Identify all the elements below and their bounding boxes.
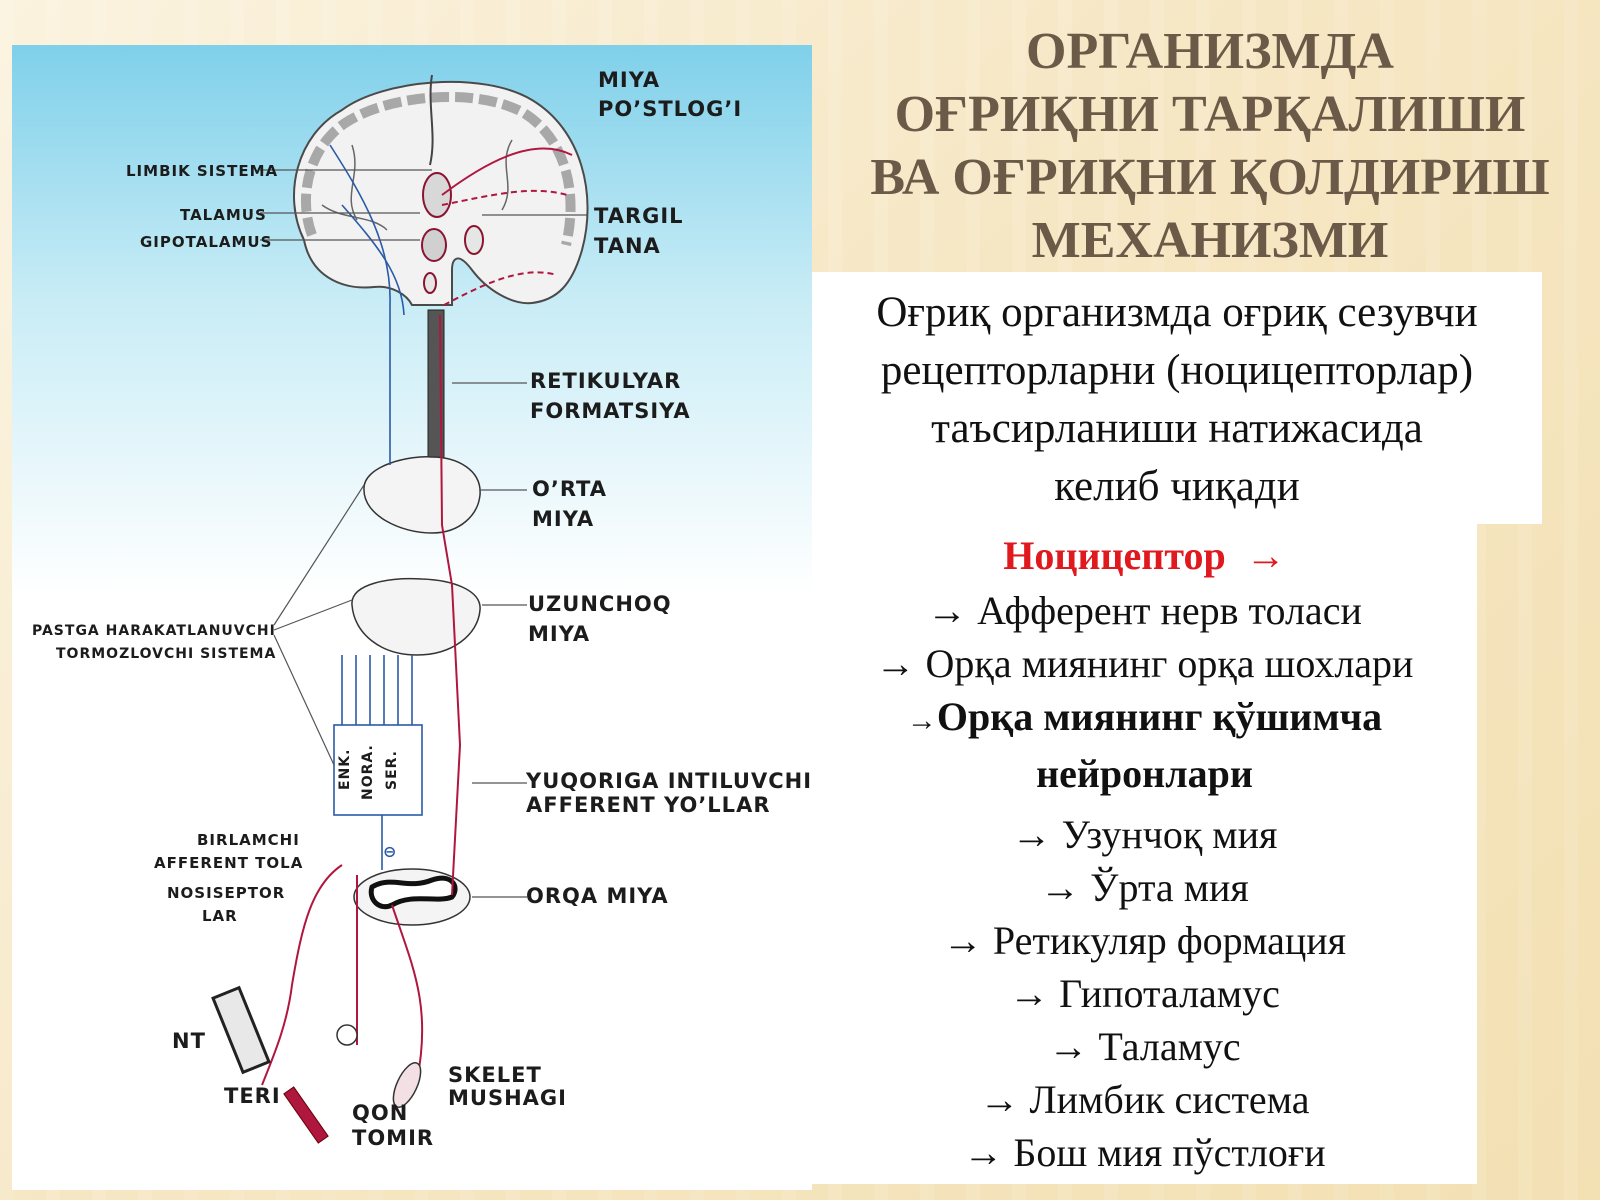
label-yuqori-1: YUQORIGA INTILUVCHI [525, 769, 812, 793]
muscle-graphic [392, 1062, 422, 1108]
chain-step: → Афферент нерв толаси [812, 584, 1477, 637]
chain-step-label: Афферент нерв толаси [977, 588, 1362, 633]
chain-step: → Лимбик система [812, 1073, 1477, 1126]
arrow-icon: → [942, 918, 983, 963]
arrow-icon: → [1245, 533, 1286, 578]
chain-step: → Бош мия пўстлоғи [812, 1126, 1477, 1179]
spinal-grey-matter [368, 875, 458, 910]
definition-box: Оғриқ организмда оғриқ сезувчи рецепторл… [812, 272, 1542, 524]
arrow-icon: → [963, 1130, 1004, 1175]
arrow-icon: → [1011, 812, 1052, 857]
chain-step-label: Таламус [1098, 1024, 1241, 1069]
label-targil-1: TARGIL [594, 204, 684, 228]
pain-pathway-diagram: MIYA PO’STLOG’I LIMBIK SISTEMA TALAMUS G… [12, 45, 812, 1190]
label-birl-1: BIRLAMCHI [197, 831, 300, 849]
chain-step-label: Орқа миянинг қўшимча [936, 694, 1383, 739]
label-uzun-2: MIYA [528, 622, 590, 646]
arrow-icon: → [1009, 971, 1050, 1016]
page-title: ОРГАНИЗМДА ОҒРИҚНИ ТАРҚАЛИШИ ВА ОҒРИҚНИ … [825, 20, 1595, 272]
arrow-icon: → [906, 704, 937, 737]
label-orta-2: MIYA [532, 507, 594, 531]
ganglion-graphic [336, 1024, 358, 1046]
label-skelet-2: MUSHAGI [448, 1086, 567, 1110]
label-nos-2: LAR [202, 907, 238, 925]
label-retik-1: RETIKULYAR [530, 369, 681, 393]
pathway-chain-list: Ноцицептор → → Афферент нерв толаси → Ор… [812, 524, 1477, 1184]
label-limbik: LIMBIK SISTEMA [126, 162, 278, 180]
chain-step-label: Ретикуляр формация [992, 918, 1347, 963]
arrow-icon: → [979, 1077, 1020, 1122]
chain-step-label: Гипоталамус [1059, 971, 1280, 1016]
chain-step: → Узунчоқ мия [812, 808, 1477, 861]
label-uzun-1: UZUNCHOQ [528, 592, 672, 616]
label-nora: NORA. [360, 744, 376, 800]
chain-first-step: Ноцицептор → [812, 528, 1477, 584]
label-targil-2: TANA [594, 234, 661, 258]
ascending-pathway [261, 147, 573, 1086]
chain-step-label: Бош мия пўстлоғи [1013, 1130, 1326, 1175]
inhibition-symbol: ⊖ [383, 842, 397, 861]
label-orqa: ORQA MIYA [526, 884, 669, 908]
definition-line: таъсирланиши натижасида [931, 405, 1423, 452]
label-teri: TERI [224, 1084, 281, 1108]
chain-step-label: нейронлари [1036, 751, 1253, 796]
label-pastga-1: PASTGA HARAKATLANUVCHI [32, 623, 276, 639]
arrow-icon: → [927, 588, 968, 633]
chain-step-label: Лимбик система [1029, 1077, 1310, 1122]
label-gipotalamus: GIPOTALAMUS [140, 233, 272, 251]
pathway-illustration: MIYA PO’STLOG’I LIMBIK SISTEMA TALAMUS G… [32, 68, 812, 1150]
blood-vessel-graphic [283, 1086, 329, 1144]
descending-pathways [329, 144, 423, 870]
chain-step-bold: нейронлари [812, 747, 1477, 800]
label-qon-2: TOMIR [352, 1126, 434, 1150]
title-line: МЕХАНИЗМИ [1031, 212, 1389, 269]
title-line: ОҒРИҚНИ ТАРҚАЛИШИ [894, 86, 1526, 143]
label-miya-1: MIYA [598, 68, 660, 92]
brain-illustration [292, 74, 589, 306]
chain-step-label: Орқа миянинг орқа шохлари [925, 641, 1414, 686]
label-miya-2: PO’STLOG’I [598, 97, 742, 121]
definition-line: рецепторларни (ноцицепторлар) [880, 347, 1474, 394]
arrow-icon: → [1048, 1024, 1089, 1069]
label-nos-1: NOSISEPTOR [167, 884, 285, 902]
label-pastga-2: TORMOZLOVCHI SISTEMA [56, 646, 276, 662]
chain-first-label: Ноцицептор [1003, 533, 1226, 578]
label-orta-1: O’RTA [532, 477, 607, 501]
label-skelet-1: SKELET [448, 1063, 542, 1087]
definition-line: келиб чиқади [1054, 463, 1300, 510]
arrow-icon: → [875, 641, 916, 686]
chain-step-label: Ўрта мия [1090, 865, 1249, 910]
chain-step: → Таламус [812, 1020, 1477, 1073]
arrow-icon: → [1040, 865, 1081, 910]
chain-step: → Орқа миянинг орқа шохлари [812, 637, 1477, 690]
label-yuqori-2: AFFERENT YO’LLAR [526, 793, 771, 817]
chain-step: → Ретикуляр формация [812, 914, 1477, 967]
label-retik-2: FORMATSIYA [530, 399, 691, 423]
midbrain-shape [363, 456, 481, 534]
skin-graphic [211, 985, 271, 1075]
label-qon-1: QON [352, 1101, 408, 1125]
label-nt: NT [172, 1029, 206, 1053]
chain-step: → Ўрта мия [812, 861, 1477, 914]
chain-step-bold: →Орқа миянинг қўшимча [812, 690, 1477, 747]
chain-step-label: Узунчоқ мия [1061, 812, 1278, 857]
title-line: ВА ОҒРИҚНИ ҚОЛДИРИШ [870, 149, 1550, 206]
chain-step: → Гипоталамус [812, 967, 1477, 1020]
medulla-shape [351, 577, 481, 656]
label-leaders [260, 169, 587, 898]
label-birl-2: AFFERENT TOLA [154, 854, 303, 872]
label-ser: SER. [384, 750, 400, 790]
label-talamus: TALAMUS [180, 206, 267, 224]
definition-line: Оғриқ организмда оғриқ сезувчи [876, 289, 1478, 336]
title-line: ОРГАНИЗМДА [1026, 23, 1394, 80]
label-enk: ENK. [337, 749, 353, 790]
